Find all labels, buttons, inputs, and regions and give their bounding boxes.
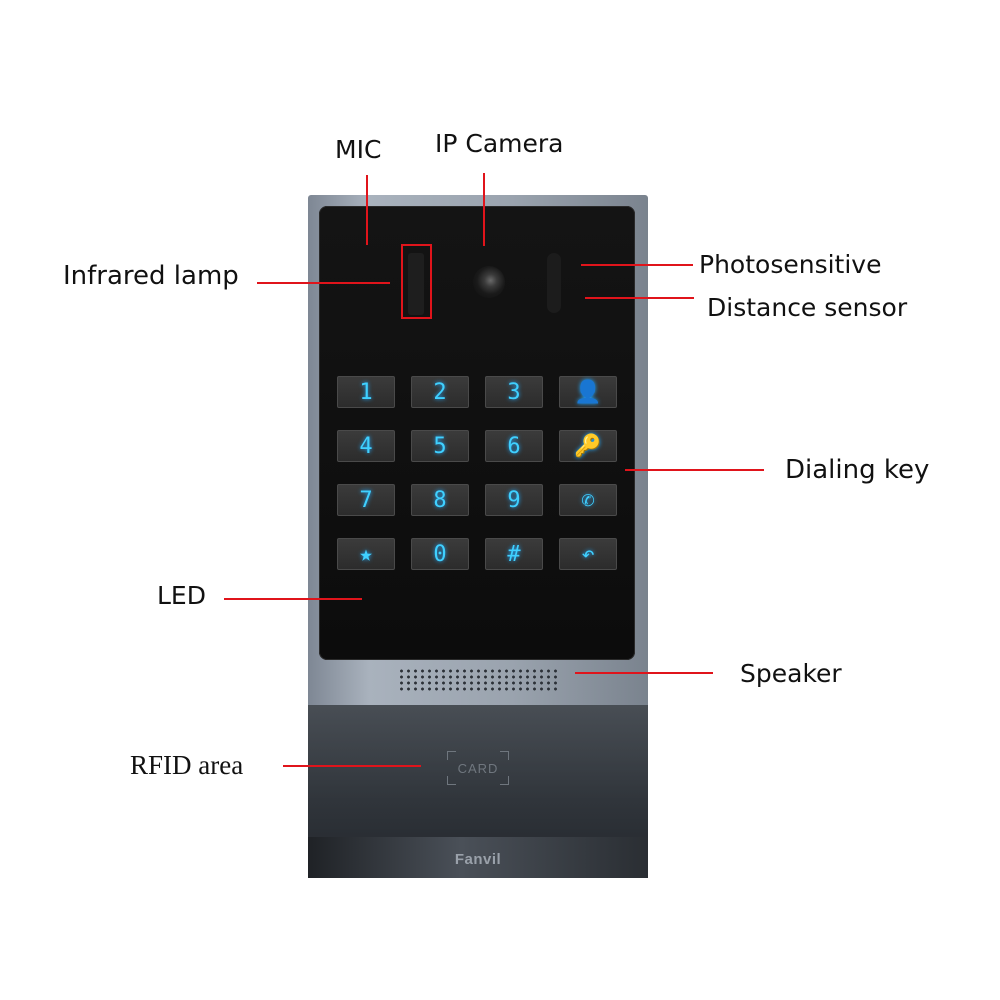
- brand-logo: Fanvil: [454, 851, 502, 868]
- rfid-card-zone: CARD: [447, 751, 509, 785]
- key-digit-0[interactable]: 0: [411, 538, 469, 570]
- key-back-icon[interactable]: ↶: [559, 538, 617, 570]
- key-hash-icon[interactable]: #: [485, 538, 543, 570]
- label-mic: MIC: [335, 135, 382, 164]
- key-digit-3[interactable]: 3: [485, 376, 543, 408]
- label-photosensitive: Photosensitive: [699, 250, 882, 279]
- key-key-icon[interactable]: 🔑: [559, 430, 617, 462]
- label-rfid-area: RFID area: [130, 750, 244, 780]
- key-digit-1[interactable]: 1: [337, 376, 395, 408]
- card-label: CARD: [457, 761, 499, 776]
- key-person-icon[interactable]: 👤: [559, 376, 617, 408]
- label-distance-sensor: Distance sensor: [707, 293, 908, 322]
- card-corner-tl: [447, 751, 456, 760]
- key-digit-6[interactable]: 6: [485, 430, 543, 462]
- leader-photosensitive: [581, 264, 693, 266]
- key-digit-9[interactable]: 9: [485, 484, 543, 516]
- infrared-lamp-highlight: [401, 244, 432, 319]
- leader-dialing-key: [625, 469, 764, 471]
- leader-speaker: [575, 672, 713, 674]
- label-ip-camera: IP Camera: [435, 129, 564, 158]
- brand-band: Fanvil: [308, 837, 648, 878]
- key-star-icon[interactable]: ★: [337, 538, 395, 570]
- leader-distance-sensor: [585, 297, 694, 299]
- card-corner-bl: [447, 776, 456, 785]
- key-digit-4[interactable]: 4: [337, 430, 395, 462]
- key-digit-8[interactable]: 8: [411, 484, 469, 516]
- leader-ip-camera: [483, 173, 485, 246]
- speaker-grille: [398, 668, 558, 692]
- leader-mic: [366, 175, 368, 245]
- infrared-lamp: [408, 253, 424, 315]
- label-infrared-lamp: Infrared lamp: [63, 261, 239, 291]
- sensor-window: [547, 253, 561, 313]
- rfid-panel-sheen: [308, 705, 648, 835]
- card-corner-br: [500, 776, 509, 785]
- key-digit-5[interactable]: 5: [411, 430, 469, 462]
- leader-rfid-area: [283, 765, 421, 767]
- card-corner-tr: [500, 751, 509, 760]
- label-dialing-key: Dialing key: [785, 455, 930, 485]
- label-speaker: Speaker: [740, 659, 842, 688]
- rfid-panel: CARD Fanvil: [308, 705, 648, 878]
- key-digit-2[interactable]: 2: [411, 376, 469, 408]
- leader-infrared-lamp: [257, 282, 390, 284]
- key-digit-7[interactable]: 7: [337, 484, 395, 516]
- label-led: LED: [157, 581, 206, 610]
- leader-led: [224, 598, 362, 600]
- key-phone-icon[interactable]: ✆: [559, 484, 617, 516]
- ip-camera-lens: [473, 266, 505, 298]
